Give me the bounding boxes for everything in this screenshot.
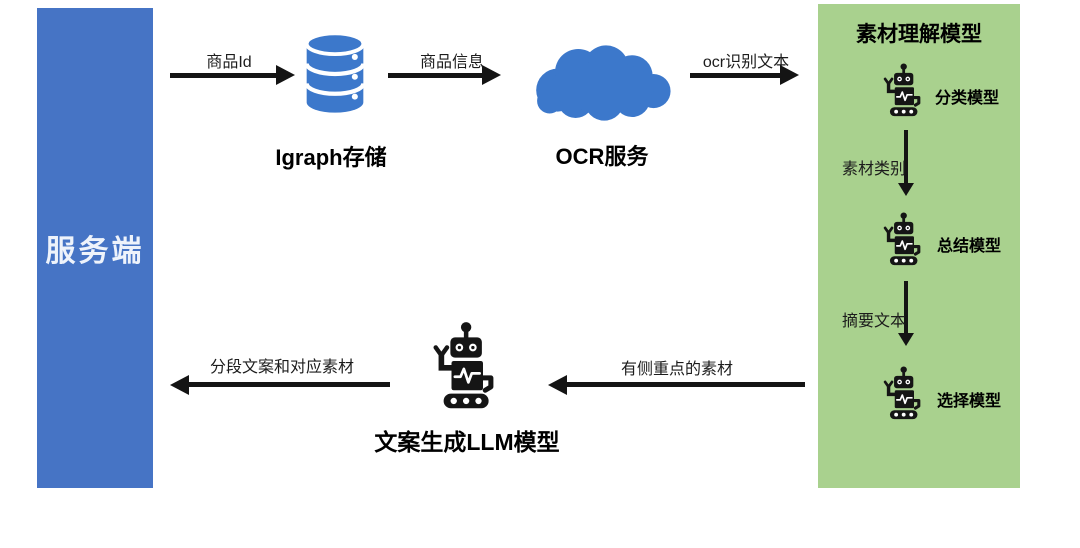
arrow-classify-to-summary — [898, 130, 913, 196]
arrow-panel-to-llm — [548, 374, 805, 395]
flow-label-focused-material: 有侧重点的素材 — [620, 361, 734, 378]
classify-model-label: 分类模型 — [934, 90, 1000, 107]
llm-node-label: 文案生成LLM模型 — [374, 429, 560, 455]
flow-label-ocr-text: ocr识别文本 — [702, 54, 790, 71]
igraph-node-label: Igraph存储 — [275, 145, 387, 170]
arrow-ocr-to-panel — [690, 65, 799, 85]
database-icon — [304, 31, 366, 113]
arrow-igraph-to-ocr — [388, 65, 501, 85]
arrow-llm-to-server — [170, 374, 390, 395]
flow-label-product-id: 商品Id — [206, 54, 252, 71]
arrow-server-to-igraph — [170, 65, 295, 85]
select-model-label: 选择模型 — [936, 393, 1002, 410]
cloud-icon — [536, 45, 671, 121]
robot-icon-summary — [881, 212, 925, 266]
robot-icon-llm — [429, 321, 501, 410]
summary-model-label: 总结模型 — [936, 238, 1002, 255]
edge-label-material-category: 素材类别 — [841, 161, 907, 178]
panel-title: 素材理解模型 — [856, 23, 982, 46]
material-understanding-panel: 素材理解模型 分类模型 素材类别 总结模型 摘要文本 选择模型 — [818, 4, 1020, 488]
robot-icon-select — [881, 366, 925, 420]
arrow-summary-to-select — [898, 281, 913, 346]
flow-label-segmented-copy: 分段文案和对应素材 — [209, 359, 355, 376]
robot-icon-classify — [881, 63, 925, 117]
server-label: 服务端 — [45, 235, 145, 268]
server-node: 服务端 — [37, 8, 153, 488]
edge-label-summary-text: 摘要文本 — [841, 313, 907, 330]
flow-label-product-info: 商品信息 — [419, 54, 485, 71]
ocr-node-label: OCR服务 — [555, 144, 649, 169]
